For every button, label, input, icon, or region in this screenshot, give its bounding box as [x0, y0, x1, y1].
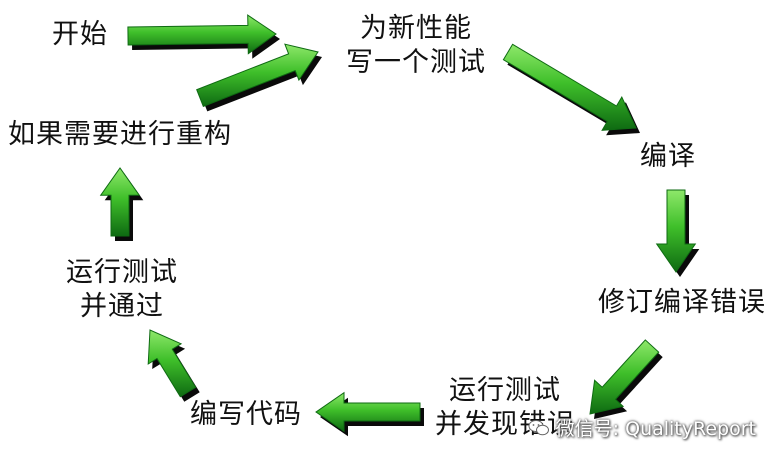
- arrow-fix-errors-to-run-test: [589, 339, 663, 419]
- write-test-line2: 写一个测试: [346, 47, 486, 78]
- write-test-label: 为新性能 写一个测试: [336, 12, 496, 80]
- run-pass-line2: 并通过: [80, 291, 164, 322]
- arrow-run-test-to-write-code: [315, 391, 424, 437]
- wechat-icon: [528, 419, 550, 437]
- watermark-text: 微信号: QualityReport: [555, 418, 756, 440]
- arrow-compile-to-fix-errors: [655, 189, 700, 277]
- run-pass-line1: 运行测试: [66, 257, 178, 288]
- arrow-start-to-write-test-body: [127, 14, 277, 55]
- arrow-run-pass-to-refactor: [99, 167, 144, 241]
- start-label: 开始: [52, 19, 108, 50]
- arrow-refactor-to-write-test: [196, 43, 322, 112]
- run-fail-line2: 并发现错误: [435, 409, 575, 440]
- arrow-write-code-to-run-pass-body: [147, 329, 197, 398]
- write-code-label: 编写代码: [190, 399, 302, 430]
- fix-compile-errors-label: 修订编译错误: [598, 287, 766, 318]
- watermark: 微信号: QualityReport: [528, 414, 756, 441]
- arrow-start-to-write-test: [127, 14, 280, 59]
- refactor-label: 如果需要进行重构: [8, 119, 232, 150]
- run-fail-line1: 运行测试: [449, 375, 561, 406]
- arrow-write-test-to-compile: [502, 43, 640, 136]
- arrow-run-test-to-write-code-body: [315, 391, 421, 433]
- arrow-fix-errors-to-run-test-body: [589, 339, 660, 415]
- arrow-compile-to-fix-errors-body: [655, 189, 697, 273]
- run-test-pass-label: 运行测试 并通过: [52, 256, 192, 324]
- arrow-run-pass-to-refactor-body: [99, 167, 141, 237]
- run-test-fail-label: 运行测试 并发现错误: [430, 374, 580, 442]
- write-test-line1: 为新性能: [360, 13, 472, 44]
- compile-label: 编译: [640, 141, 696, 172]
- arrow-refactor-to-write-test-body: [196, 43, 319, 108]
- arrow-write-test-to-compile-body: [502, 43, 637, 131]
- arrow-write-code-to-run-pass: [147, 329, 200, 402]
